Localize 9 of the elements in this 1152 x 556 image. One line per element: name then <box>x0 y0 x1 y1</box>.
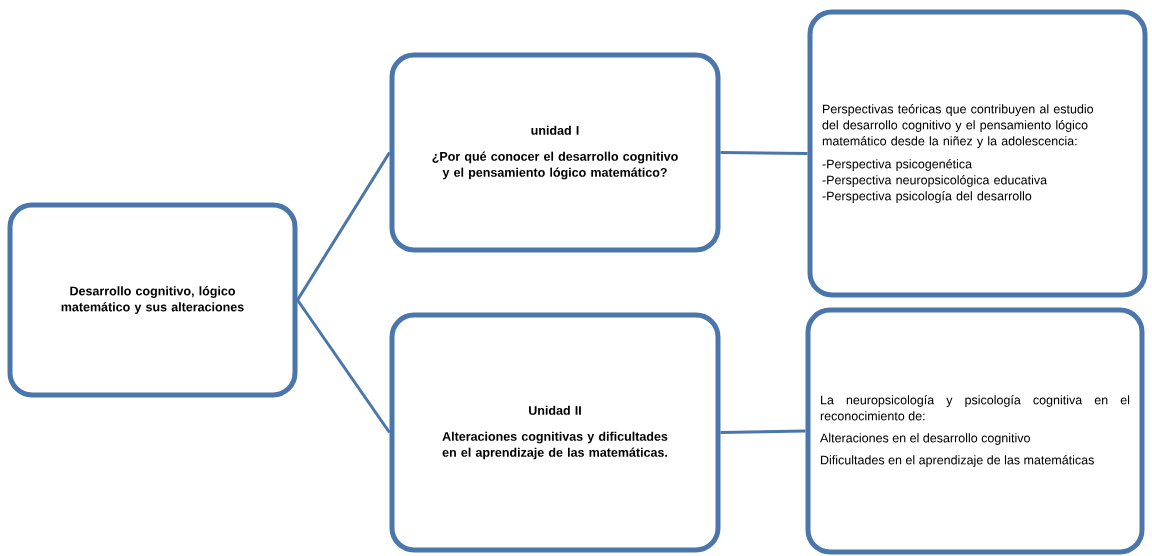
content-box: Perspectivas teóricas que contribuyen al estudio del desarrollo cognitivo y el pensamiento lógico matemático desde la niñez y la adolescencia: -Perspectiva psicogenética -Perspectiva neuropsicológica educativa -Perspectiva psicología del desarrollo <box>807 9 1148 298</box>
connector-line <box>720 151 808 155</box>
connector-line <box>296 151 391 301</box>
content-box: La neuropsicología y psicología cognitiva en el reconocimiento de: Alteraciones en el desarrollo cognitivo Dificultades en el aprendizaje de las matemáticas <box>805 307 1145 555</box>
topic-box: Desarrollo cognitivo, lógico matemático y sus alteraciones <box>7 202 298 398</box>
unit-box: unidad I ¿Por qué conocer el desarrollo cognitivo y el pensamiento lógico matemático? <box>389 52 721 253</box>
connector-line <box>720 429 806 434</box>
connector-line <box>296 299 391 434</box>
unit-box: Unidad II Alteraciones cognitivas y dificultades en el aprendizaje de las matemáticas. <box>389 312 721 553</box>
